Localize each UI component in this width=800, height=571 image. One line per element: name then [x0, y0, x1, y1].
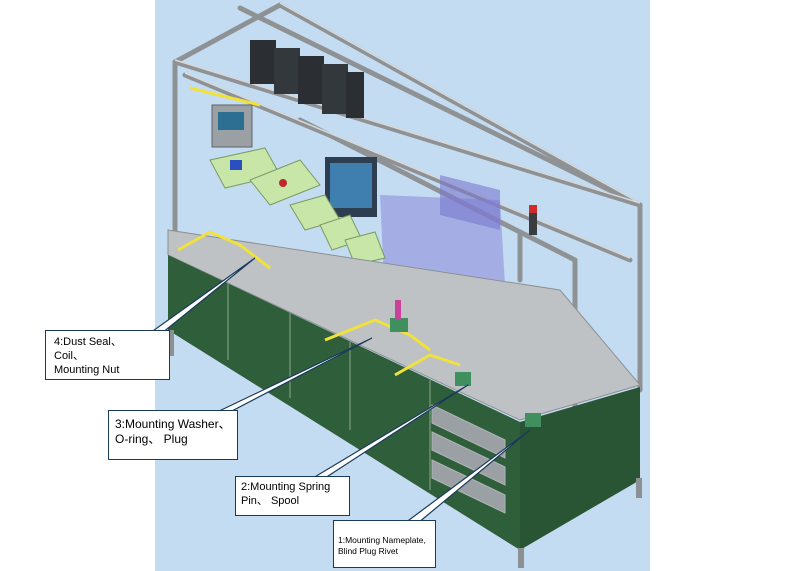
callout-step-2-line-2: Pin、 Spool	[241, 494, 300, 507]
callout-step-4-line-1: 4:Dust Seal、	[54, 336, 122, 348]
callout-step-2: 2:Mounting Spring Pin、 Spool	[235, 476, 350, 516]
callout-step-4: 4:Dust Seal、 Coil、 Mounting Nut	[45, 330, 170, 380]
callout-step-3: 3:Mounting Washer、 O-ring、 Plug	[108, 410, 238, 460]
callout-step-1-line-2: Blind Plug Rivet	[338, 545, 399, 556]
overhead-frame	[172, 2, 643, 423]
indicator-light-icon	[529, 205, 537, 235]
callout-step-4-line-2: Coil、	[54, 349, 84, 362]
power-modules	[250, 40, 364, 118]
callout-step-2-line-1: 2:Mounting Spring	[241, 481, 331, 493]
callout-step-1: 1:Mounting Nameplate, Blind Plug Rivet	[333, 520, 436, 568]
callout-step-4-line-3: Mounting Nut	[54, 363, 120, 376]
callout-pointers	[148, 257, 531, 524]
drawers	[431, 404, 506, 514]
callout-step-1-line-1: 1:Mounting Nameplate,	[338, 535, 426, 545]
station-fixtures	[390, 300, 541, 427]
callout-step-3-line-2: O-ring、 Plug	[115, 432, 188, 446]
callout-step-3-line-1: 3:Mounting Washer、	[115, 417, 231, 431]
